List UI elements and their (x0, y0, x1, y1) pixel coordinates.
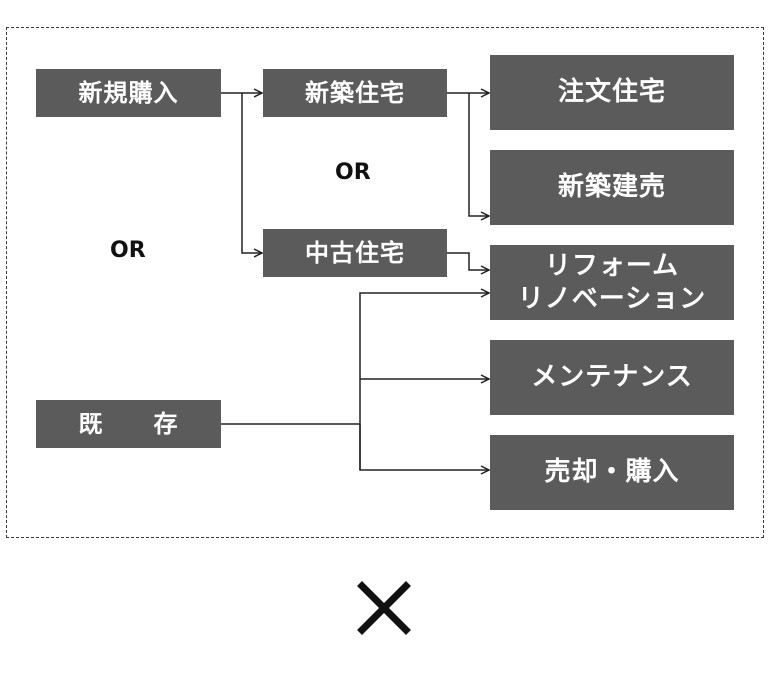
node-used-house: 中古住宅 (263, 229, 447, 277)
node-new-purchase: 新規購入 (36, 69, 221, 117)
node-existing: 既 存 (36, 400, 221, 448)
arrow-used-house-to-reform (447, 252, 489, 270)
node-new-built-sale: 新築建売 (490, 150, 734, 225)
arrow-new-purchase-to-used-house (241, 93, 262, 253)
diagram-frame (6, 27, 764, 538)
node-custom-house: 注文住宅 (490, 55, 734, 130)
node-maintenance: メンテナンス (490, 340, 734, 415)
or-label-left: OR (110, 238, 146, 263)
arrow-existing-to-sell-buy (359, 424, 489, 470)
node-sell-buy: 売却・購入 (490, 435, 734, 510)
arrow-new-house-to-built-sale (468, 93, 489, 216)
arrow-existing-to-reform (359, 293, 489, 470)
node-new-house: 新築住宅 (263, 69, 447, 117)
node-reform-renovation: リフォーム リノベーション (490, 245, 734, 320)
or-label-center: OR (335, 160, 371, 185)
close-icon (357, 581, 411, 635)
